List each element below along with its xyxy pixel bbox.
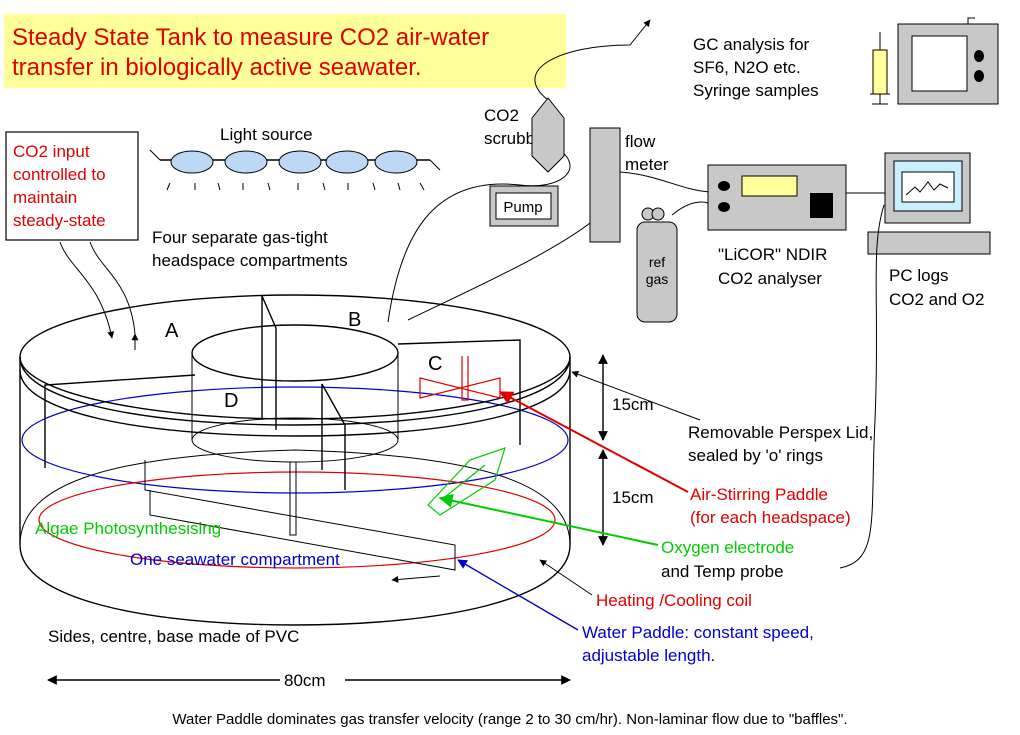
seawater-label: One seawater compartment: [130, 550, 340, 569]
scrubber-label-1: CO2: [484, 106, 519, 125]
ref-gas-cylinder: ref gas: [636, 201, 713, 323]
co2-input-line-1: CO2 input: [13, 142, 90, 161]
flow-meter: flow meter: [589, 127, 711, 243]
oxygen-pointer: [438, 493, 659, 546]
tube-to-flow-meter: [407, 214, 601, 321]
coil-pointer: [539, 559, 593, 596]
lid-label-2: sealed by 'o' rings: [688, 446, 823, 465]
gc-instrument-icon: [897, 17, 999, 105]
air-paddle-pointer: [498, 391, 689, 493]
oxygen-label-2: and Temp probe: [661, 562, 784, 581]
pc-label-1: PC logs: [889, 266, 949, 285]
caption: Water Paddle dominates gas transfer velo…: [172, 711, 847, 728]
gc-analysis: GC analysis for SF6, N2O etc. Syringe sa…: [693, 17, 999, 105]
compartment-c: C: [428, 353, 442, 375]
co2-scrubber: CO2 scrubber: [484, 97, 565, 173]
compartment-d: D: [224, 390, 238, 412]
water-surface: [21, 386, 569, 494]
height-dimensions: 15cm 15cm: [598, 354, 654, 546]
headspace-note-line-1: Four separate gas-tight: [152, 228, 328, 247]
co2-input-box: CO2 input controlled to maintain steady-…: [5, 131, 139, 350]
pump: Pump: [489, 185, 559, 227]
licor-analyser: "LiCOR" NDIR CO2 analyser: [707, 164, 885, 288]
ref-gas-label-2: gas: [646, 271, 669, 287]
compartment-a: A: [165, 320, 179, 342]
water-paddle-label-2: adjustable length.: [582, 646, 715, 665]
licor-label-2: CO2 analyser: [718, 269, 822, 288]
lamp-icon: [170, 150, 418, 174]
title-box: Steady State Tank to measure CO2 air-wat…: [4, 14, 566, 88]
water-paddle-pointer: [457, 559, 579, 631]
gc-label-3: Syringe samples: [693, 81, 819, 100]
ref-gas-label-1: ref: [649, 254, 665, 270]
coil-label: Heating /Cooling coil: [596, 591, 752, 610]
syringe-icon: [870, 32, 890, 105]
lower-height-label: 15cm: [612, 488, 654, 507]
co2-input-line-4: steady-state: [13, 211, 106, 230]
light-source-label: Light source: [220, 125, 313, 144]
title-line-2: transfer in biologically active seawater…: [12, 54, 422, 81]
title-line-1: Steady State Tank to measure CO2 air-wat…: [12, 24, 489, 51]
gc-label-2: SF6, N2O etc.: [693, 58, 801, 77]
water-paddle-label-1: Water Paddle: constant speed,: [582, 623, 814, 642]
tank: A B C D: [19, 294, 571, 626]
co2-input-line-2: controlled to: [13, 165, 106, 184]
co2-input-line-3: maintain: [13, 188, 77, 207]
pump-label: Pump: [503, 199, 542, 216]
oxygen-electrode: [427, 447, 506, 516]
oxygen-label-1: Oxygen electrode: [661, 538, 794, 557]
width-dimension: 80cm: [47, 671, 571, 690]
oxygen-cable: [839, 204, 885, 569]
tube-to-scrubber: [387, 149, 571, 323]
lid-pointer: [571, 370, 701, 421]
pc-computer: PC logs CO2 and O2: [839, 152, 991, 569]
gc-label-1: GC analysis for: [693, 35, 810, 54]
lid-label-1: Removable Perspex Lid,: [688, 423, 873, 442]
flow-meter-label-2: meter: [625, 155, 669, 174]
flow-meter-label-1: flow: [625, 132, 656, 151]
heating-coil: [38, 471, 556, 569]
headspace-note-line-2: headspace compartments: [152, 251, 348, 270]
sides-label: Sides, centre, base made of PVC: [48, 627, 299, 646]
algae-label: Algae Photosynthesising: [35, 519, 221, 538]
width-label: 80cm: [284, 671, 326, 690]
pc-label-2: CO2 and O2: [889, 290, 984, 309]
light-source: Light source: [149, 125, 441, 191]
exhaust-tube: [534, 19, 651, 101]
upper-height-label: 15cm: [612, 395, 654, 414]
licor-label-1: "LiCOR" NDIR: [718, 245, 827, 264]
air-paddle-label-2: (for each headspace): [690, 508, 851, 527]
air-paddle-label-1: Air-Stirring Paddle: [690, 485, 828, 504]
compartment-b: B: [348, 309, 361, 331]
